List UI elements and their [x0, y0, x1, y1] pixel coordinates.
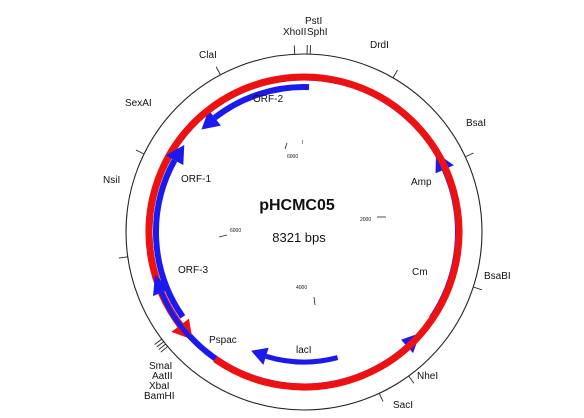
- feature-label-laci: lacI: [296, 345, 312, 356]
- feature-arrow-laci: [251, 347, 339, 365]
- inner-scale-line: [218, 234, 228, 238]
- site-tick-saci: [378, 393, 384, 402]
- feature-arrow-orf-1: [153, 145, 186, 319]
- site-tick-bsai: [465, 152, 474, 158]
- site-tick-xbai: [156, 341, 165, 348]
- feature-arc-body: [212, 84, 310, 121]
- site-label-drdi: DrdI: [370, 40, 389, 51]
- site-tick-smai: [160, 346, 168, 353]
- site-tick-nhei: [408, 375, 415, 384]
- site-tick-clai: [215, 66, 221, 76]
- feature-label-orf-3: ORF-3: [178, 265, 208, 276]
- site-label-clai: ClaI: [199, 50, 217, 61]
- site-label-xhoii: XhoII: [283, 27, 306, 38]
- inner-tick-label-6000: 6000: [230, 228, 241, 234]
- feature-arc-body: [145, 73, 463, 391]
- site-tick-aatii: [158, 343, 166, 351]
- site-label-xbai: XbaI: [149, 381, 170, 392]
- site-tick-drdi: [392, 69, 398, 79]
- feature-label-pspac: Pspac: [209, 335, 237, 346]
- site-label-saci: SacI: [393, 400, 413, 411]
- feature-label-amp: Amp: [411, 177, 432, 188]
- plasmid-backbone: [125, 53, 483, 411]
- inner-tick-label-0: I: [302, 140, 303, 146]
- feature-arcs: [145, 73, 463, 391]
- feature-arrowhead: [251, 347, 269, 365]
- restriction-site-ticks: [118, 45, 482, 402]
- feature-label-cm: Cm: [412, 267, 428, 278]
- site-label-sphi: SphI: [307, 27, 328, 38]
- feature-label-orf-2: ORF-2: [253, 94, 283, 105]
- plasmid-size: 8321 bps: [272, 230, 326, 245]
- feature-label-orf-1: ORF-1: [181, 174, 211, 185]
- site-label-bamhi: BamHI: [144, 391, 175, 402]
- feature-arc-body: [265, 353, 339, 365]
- inner-scale-line: [284, 142, 288, 150]
- site-label-sexai: SexAI: [125, 98, 152, 109]
- feature-arrow-orf-2: [201, 84, 310, 130]
- site-label-smai: SmaI: [149, 361, 172, 372]
- inner-tick-label-top: 6000: [287, 154, 298, 160]
- feature-arc-body: [159, 291, 217, 362]
- inner-scale-line: [313, 296, 316, 306]
- site-label-bsai: BsaI: [466, 118, 486, 129]
- site-tick-bamhi: [154, 338, 163, 345]
- inner-tick-label-2000: 2000: [360, 217, 371, 223]
- site-label-psti: PstI: [305, 16, 322, 27]
- plasmid-name: pHCMC05: [259, 197, 335, 214]
- feature-arc-body: [153, 158, 186, 319]
- feature-arrowhead: [165, 145, 185, 166]
- site-label-aatii: AatII: [152, 371, 173, 382]
- site-tick-bsabi: [473, 286, 482, 291]
- site-label-nsii: NsiI: [103, 175, 120, 186]
- inner-tick-label-4000: 4000: [296, 285, 307, 291]
- site-label-bsabi: BsaBI: [484, 271, 511, 282]
- site-label-nhei: NheI: [417, 371, 438, 382]
- feature-arrowhead: [201, 109, 221, 130]
- site-tick-sexai: [135, 149, 145, 155]
- site-tick-nsii: [118, 256, 128, 259]
